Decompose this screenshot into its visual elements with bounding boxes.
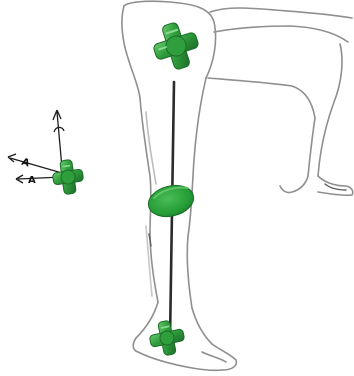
lower-axis-label: A	[28, 175, 36, 186]
